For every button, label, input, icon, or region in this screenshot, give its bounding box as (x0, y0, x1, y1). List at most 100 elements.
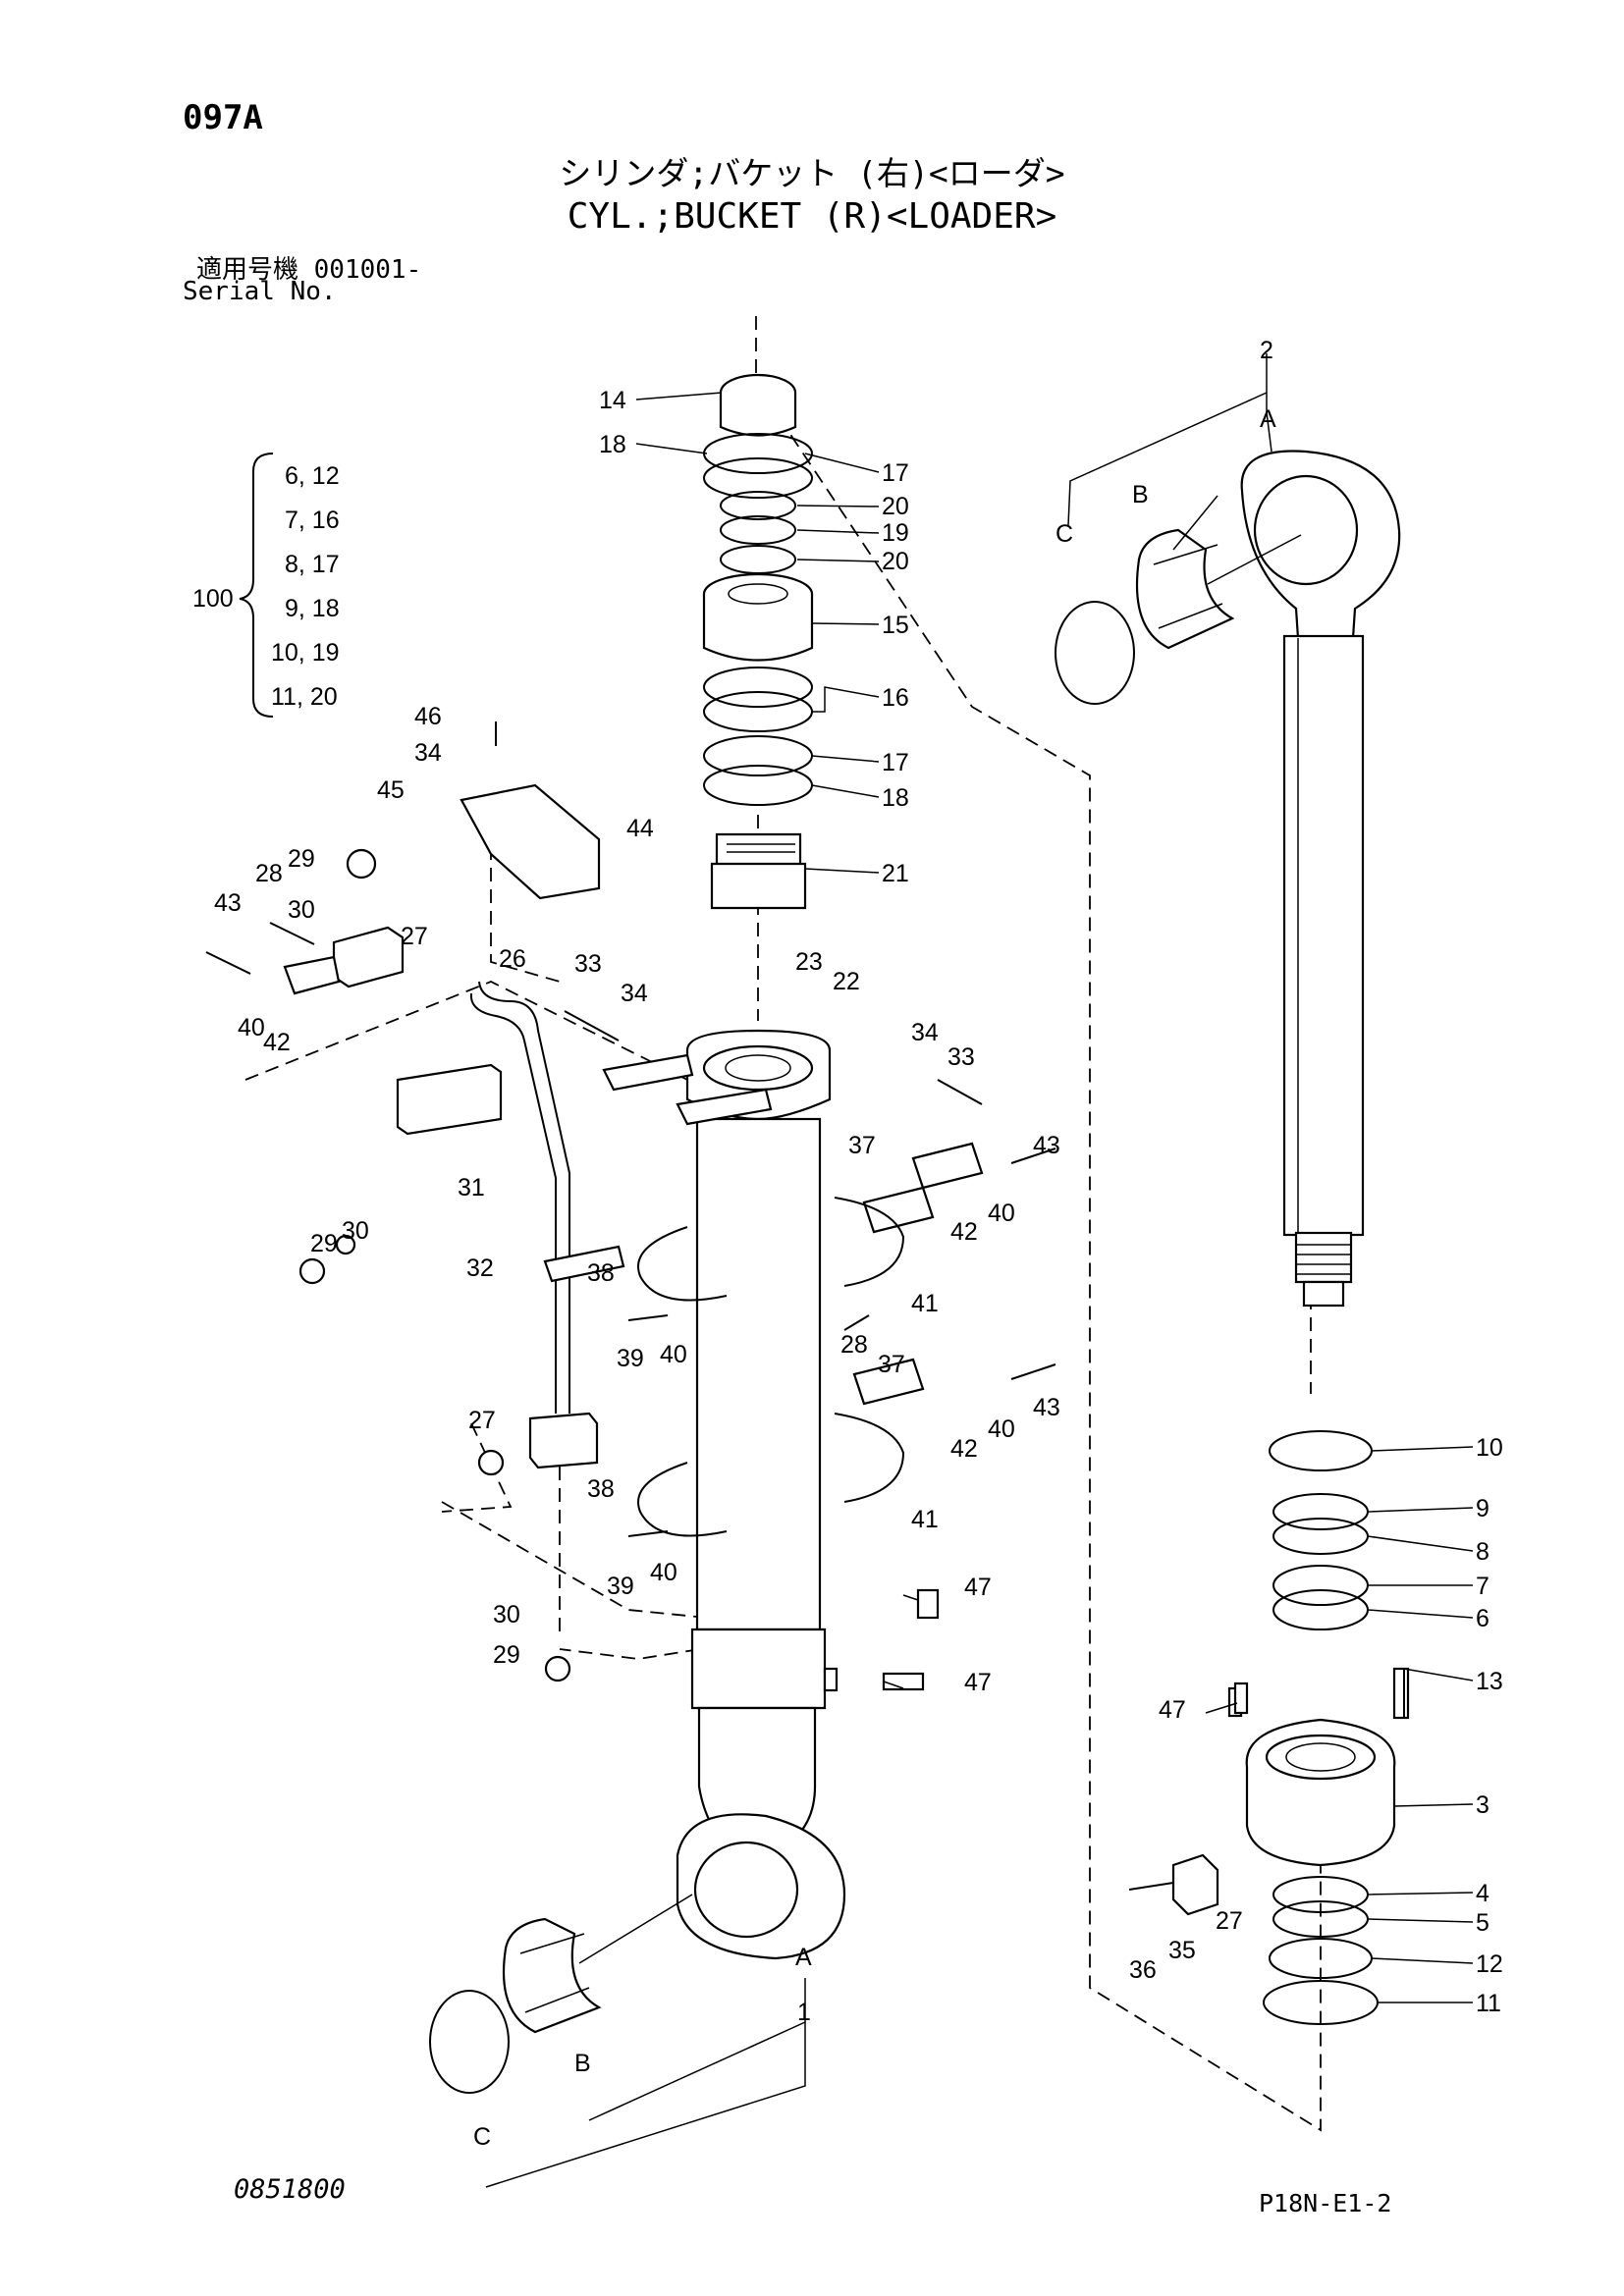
callout-40: 40 (988, 1415, 1015, 1443)
page-reference: P18N-E1-2 (1259, 2189, 1392, 2217)
callout-40: 40 (660, 1341, 687, 1368)
callout-23: 23 (795, 948, 823, 976)
rod-eye (1253, 474, 1359, 586)
callout-34: 34 (414, 739, 442, 767)
bolts (205, 721, 1405, 1718)
callout-22: 22 (833, 968, 860, 995)
callout-4: 4 (1476, 1880, 1489, 1907)
callout-9: 9 (1476, 1495, 1489, 1522)
callout-46: 46 (414, 703, 442, 730)
callout-26: 26 (499, 945, 526, 973)
kit-pair: 6, 12 (285, 462, 340, 490)
callout-39: 39 (617, 1345, 644, 1372)
title-english: CYL.;BUCKET (R)<LOADER> (567, 196, 1057, 237)
callout-28: 28 (255, 860, 283, 887)
callout-13: 13 (1476, 1668, 1503, 1695)
callout-36: 36 (1129, 1956, 1157, 1984)
callout-5: 5 (1476, 1909, 1489, 1937)
callout-40: 40 (238, 1014, 265, 1041)
callout-16: 16 (882, 684, 909, 712)
serial-label-japanese: 適用号機 001001- (196, 255, 422, 285)
piston-rod (1240, 450, 1401, 1308)
callout-47: 47 (964, 1669, 992, 1696)
callout-2: 2 (1260, 337, 1273, 364)
kit-pair: 11, 20 (271, 683, 338, 711)
callout-27: 27 (1216, 1907, 1243, 1935)
callout-47: 47 (1159, 1696, 1186, 1724)
callout-30: 30 (288, 896, 315, 924)
callout-38: 38 (587, 1475, 615, 1503)
callout-29: 29 (493, 1641, 520, 1669)
callout-35: 35 (1168, 1937, 1196, 1964)
callout-34: 34 (621, 980, 648, 1007)
callout-37: 37 (848, 1132, 876, 1159)
callout-41: 41 (911, 1506, 939, 1533)
callout-42: 42 (950, 1218, 978, 1246)
rod-seals (1269, 1430, 1373, 1630)
callout-43: 43 (214, 889, 242, 917)
callout-43: 43 (1033, 1132, 1060, 1159)
title-japanese: シリンダ;バケット (右)<ローダ> (559, 154, 1065, 192)
callout-31: 31 (458, 1174, 485, 1201)
callout-14: 14 (599, 387, 626, 414)
callout-20: 20 (882, 493, 909, 520)
kit-pair: 10, 19 (271, 639, 340, 667)
callout-15: 15 (882, 612, 909, 639)
kit-pair: 9, 18 (285, 595, 340, 622)
serial-label-english: Serial No. (183, 277, 337, 306)
callout-39: 39 (607, 1573, 634, 1600)
callout-30: 30 (342, 1217, 369, 1245)
callout-42: 42 (263, 1029, 291, 1056)
callout-34: 34 (911, 1019, 939, 1046)
tube-eye (693, 1841, 799, 1939)
callout-44: 44 (626, 815, 654, 842)
callout-38: 38 (587, 1259, 615, 1287)
callout-21: 21 (882, 860, 909, 887)
bottom-bushing (429, 1894, 693, 2094)
callout-33: 33 (574, 950, 602, 978)
kit-label: 100 (192, 585, 234, 613)
callout-33: 33 (947, 1043, 975, 1071)
clamp-bands (637, 1197, 905, 1537)
kit-pair: 8, 17 (285, 551, 340, 578)
callout-18: 18 (599, 431, 626, 458)
callout-B: B (574, 2050, 591, 2077)
callout-20: 20 (882, 548, 909, 575)
cylinder-tube (676, 1029, 846, 1960)
callout-C: C (1056, 520, 1073, 548)
callout-27: 27 (401, 923, 428, 950)
callout-19: 19 (882, 519, 909, 547)
callout-3: 3 (1476, 1791, 1489, 1819)
callout-10: 10 (1476, 1434, 1503, 1462)
kit-pair: 7, 16 (285, 507, 340, 534)
callout-45: 45 (377, 776, 405, 804)
leader-lines (485, 353, 1474, 2188)
callout-8: 8 (1476, 1538, 1489, 1566)
kit-brace: 100 6, 12 7, 16 8, 17 9, 18 10, 19 11, 2… (192, 453, 340, 718)
document-number: 0851800 (234, 2174, 346, 2205)
bottom-snap-ring (429, 1990, 510, 2094)
callout-1: 1 (797, 1999, 811, 2026)
callout-42: 42 (950, 1435, 978, 1463)
piping (283, 848, 773, 1682)
callout-29: 29 (288, 845, 315, 873)
callout-17: 17 (882, 459, 909, 487)
rod-snap-ring (1055, 601, 1135, 705)
callout-40: 40 (988, 1200, 1015, 1227)
callout-41: 41 (911, 1290, 939, 1317)
callout-6: 6 (1476, 1605, 1489, 1632)
callout-29: 29 (310, 1230, 338, 1257)
page-id: 097A (183, 98, 263, 137)
callout-11: 11 (1476, 1990, 1501, 2017)
callout-30: 30 (493, 1601, 520, 1629)
callout-18: 18 (882, 784, 909, 812)
callout-12: 12 (1476, 1950, 1503, 1978)
callout-28: 28 (840, 1331, 868, 1359)
callout-7: 7 (1476, 1573, 1489, 1600)
callout-A: A (1260, 405, 1276, 433)
callout-47: 47 (964, 1574, 992, 1601)
callout-40: 40 (650, 1559, 677, 1586)
callout-labels: 14 18 17 20 19 20 15 16 17 18 21 23 22 4… (214, 337, 1503, 2151)
callout-17: 17 (882, 749, 909, 776)
